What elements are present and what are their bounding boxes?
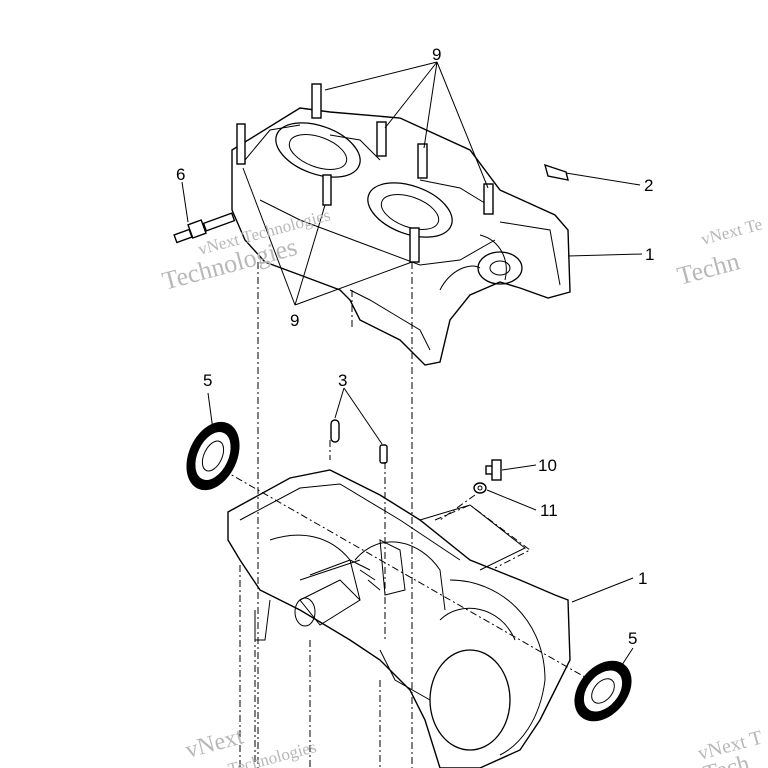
washer-part-11 — [473, 482, 487, 494]
watermark-upper-right-line2: Techn — [674, 246, 743, 290]
callout-1-lower: 1 — [638, 569, 647, 588]
callout-1-upper: 1 — [645, 245, 654, 264]
watermark-upper-right-line1: vNext Te — [699, 214, 764, 248]
lower-crankcase — [227, 469, 571, 768]
callout-5-left: 5 — [203, 371, 212, 390]
studs — [236, 83, 494, 263]
upper-crankcase — [231, 107, 571, 366]
callout-6: 6 — [176, 165, 185, 184]
callout-10: 10 — [538, 456, 557, 475]
callout-3: 3 — [338, 371, 347, 390]
callout-9-bottom: 9 — [290, 311, 299, 330]
fitting-part-6 — [173, 212, 236, 244]
plug-part-2 — [543, 163, 569, 181]
oil-seal-left — [186, 421, 240, 491]
dowel-pins — [330, 419, 388, 464]
assembly-lines — [222, 262, 591, 768]
callout-2: 2 — [644, 176, 653, 195]
callout-9-top: 9 — [432, 45, 441, 64]
oil-seal-right — [574, 660, 632, 722]
callout-11: 11 — [540, 501, 558, 520]
callout-5-right: 5 — [628, 629, 637, 648]
callouts: 9 2 6 1 9 5 3 10 11 1 5 — [176, 45, 654, 648]
bolt-part-10 — [485, 459, 502, 481]
leader-lines — [181, 61, 643, 669]
